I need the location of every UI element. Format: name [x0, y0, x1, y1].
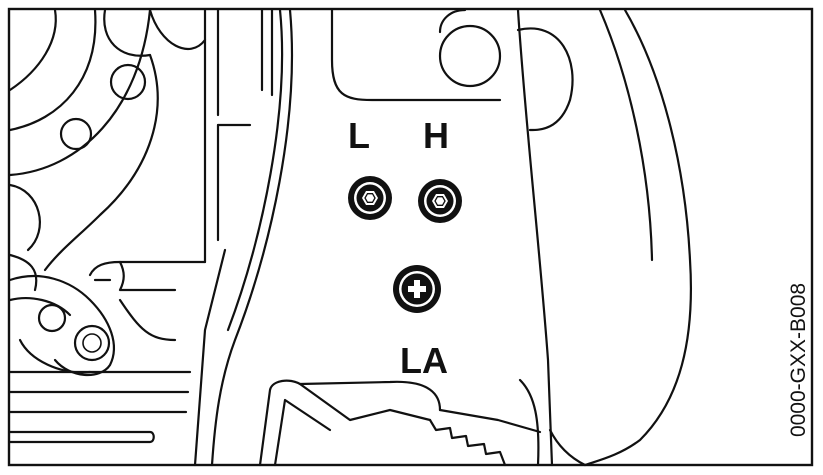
- label-idle-speed: LA: [400, 340, 448, 381]
- figure-code: 0000-GXX-B008: [787, 283, 810, 437]
- engine-housing-drawing: [8, 8, 693, 467]
- label-high-speed: H: [423, 115, 449, 156]
- idle-speed-screw-icon: [393, 265, 441, 313]
- high-speed-screw-icon: [418, 179, 462, 223]
- figure-border: [7, 7, 814, 467]
- low-speed-screw-icon: [348, 176, 392, 220]
- label-low-speed: L: [348, 115, 370, 156]
